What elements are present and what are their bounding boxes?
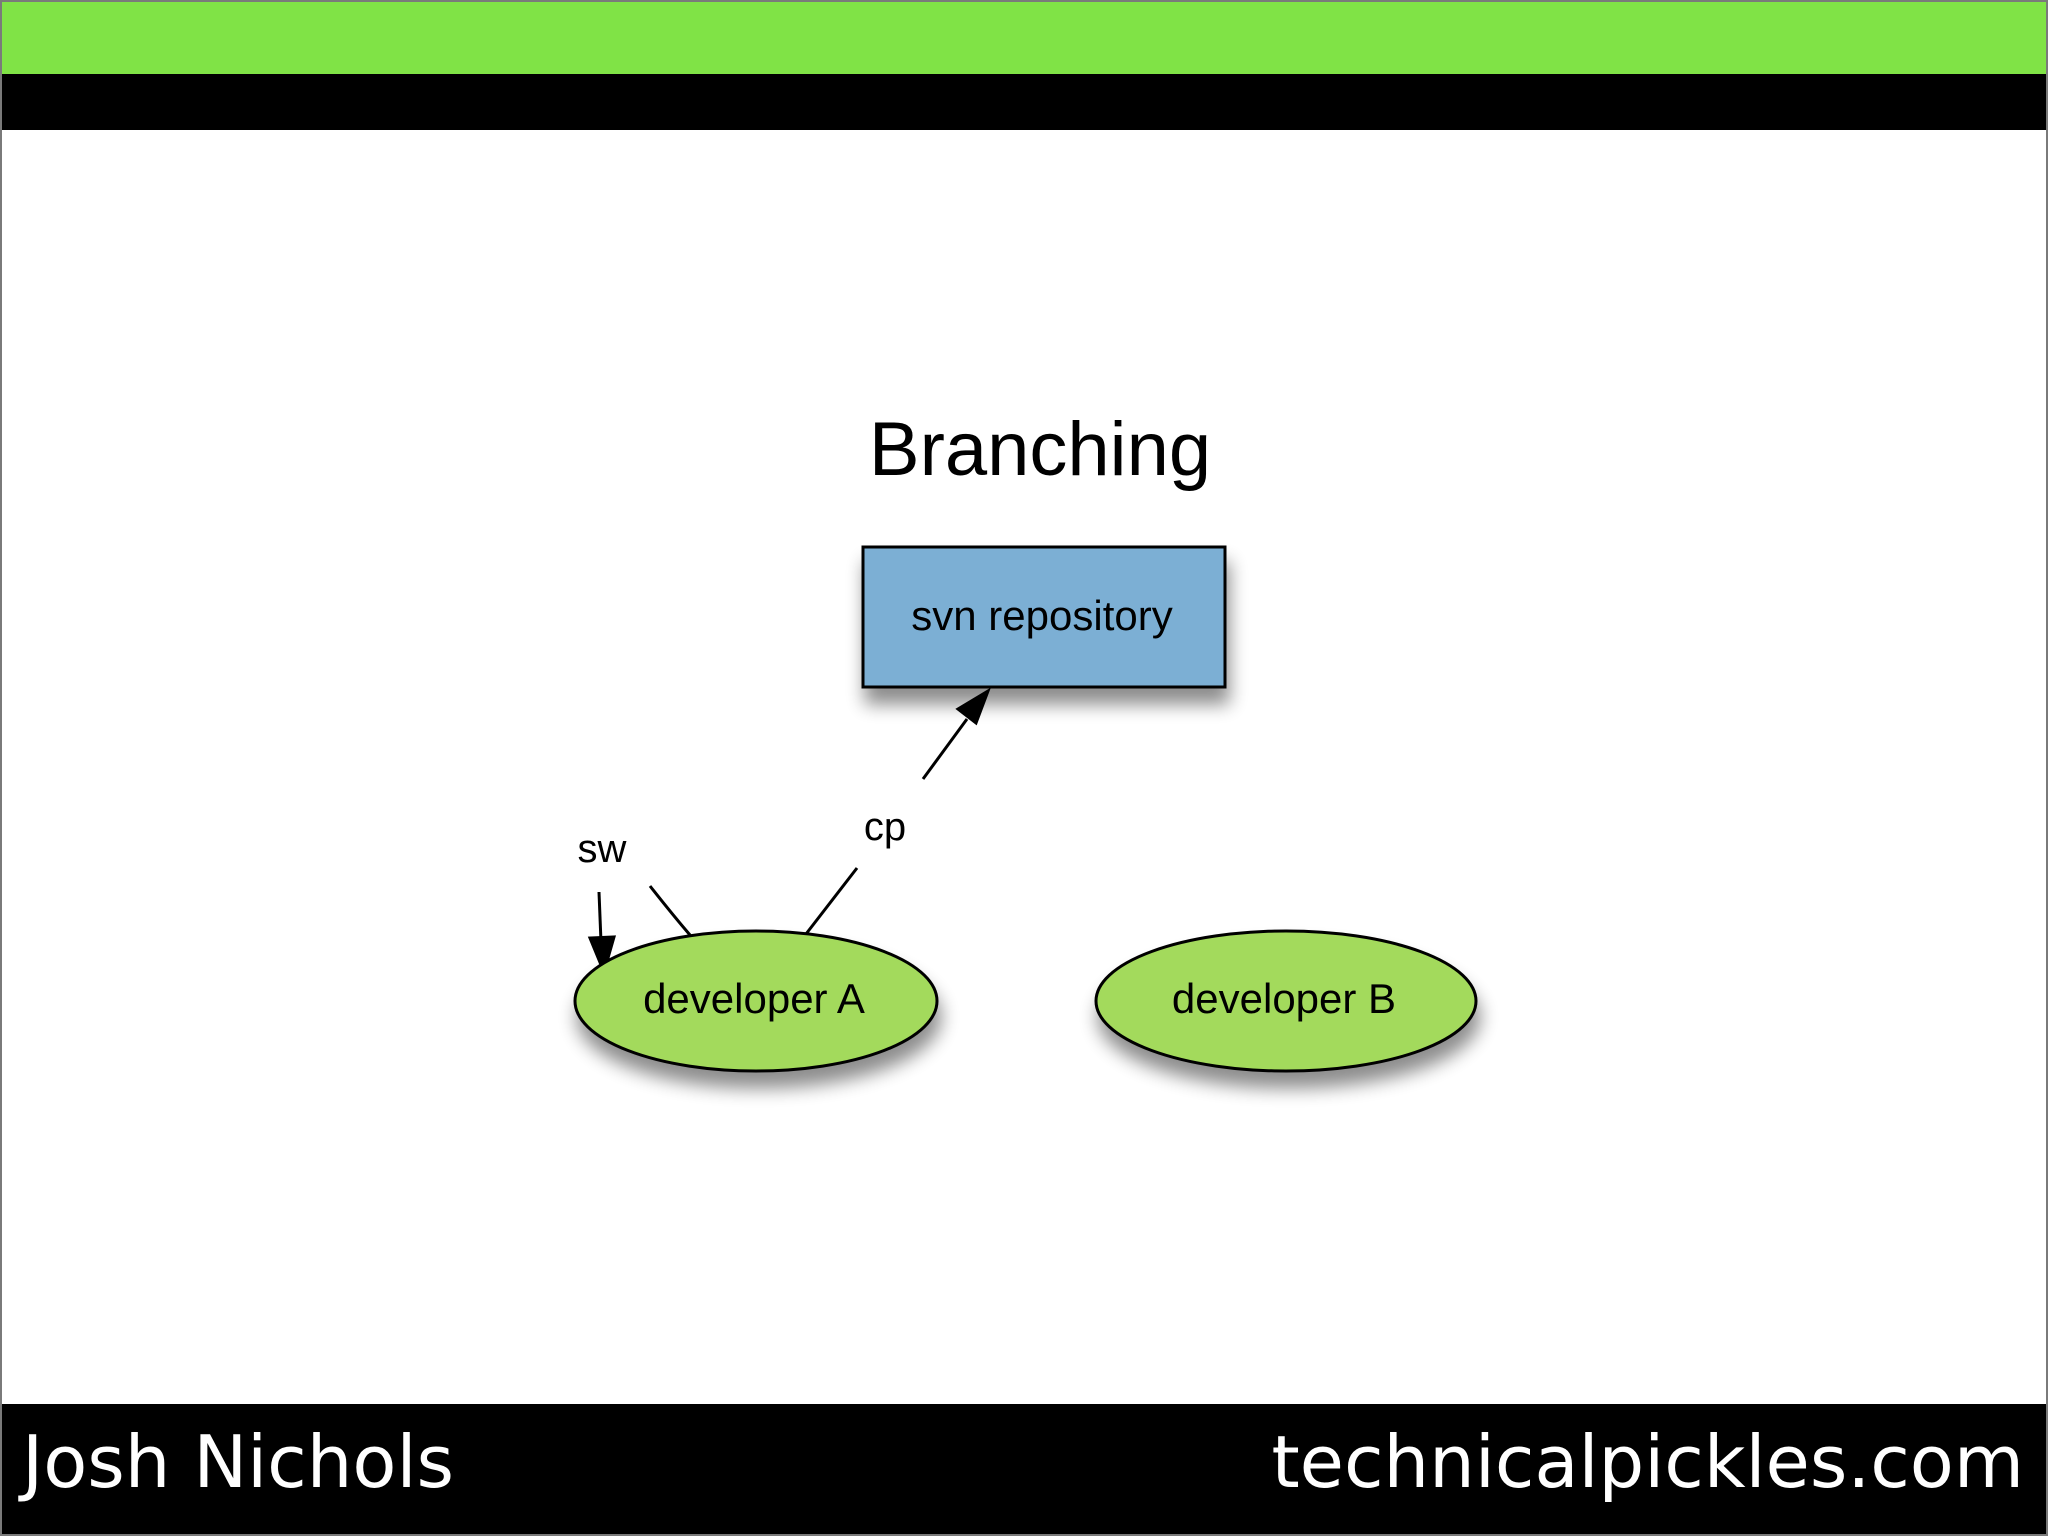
footer-bar: Josh Nichols technicalpickles.com [2,1404,2046,1534]
header-black-bar [2,74,2046,130]
edge-cp-lower-segment [804,867,859,935]
edge-sw-head-segment [597,891,603,943]
node-svn-repository-label: svn repository [911,592,1172,639]
edge-cp-upper-segment [921,718,969,780]
node-developer-b-label: developer B [1172,975,1396,1022]
node-svn-repository-box [861,545,1227,689]
footer-website: technicalpickles.com [1271,1420,2024,1504]
edge-sw-tail-segment [648,885,692,936]
edge-sw: sw [578,827,692,977]
slide-title: Branching [868,407,1212,492]
node-developer-b[interactable]: developer B [1094,929,1478,1073]
edge-sw-arrowhead [587,935,617,977]
node-developer-a-label: developer A [643,975,865,1022]
footer-author: Josh Nichols [22,1420,454,1504]
node-svn-repository[interactable]: svn repository [861,545,1227,689]
edge-cp: cp [804,687,991,935]
node-developer-a-ellipse [573,929,939,1073]
edge-sw-label: sw [578,827,627,871]
node-developer-b-ellipse [1094,929,1478,1073]
node-developer-a[interactable]: developer A [573,929,939,1073]
edge-cp-arrowhead [955,687,991,726]
edge-cp-label: cp [864,805,906,849]
header-green-bar [2,2,2046,74]
